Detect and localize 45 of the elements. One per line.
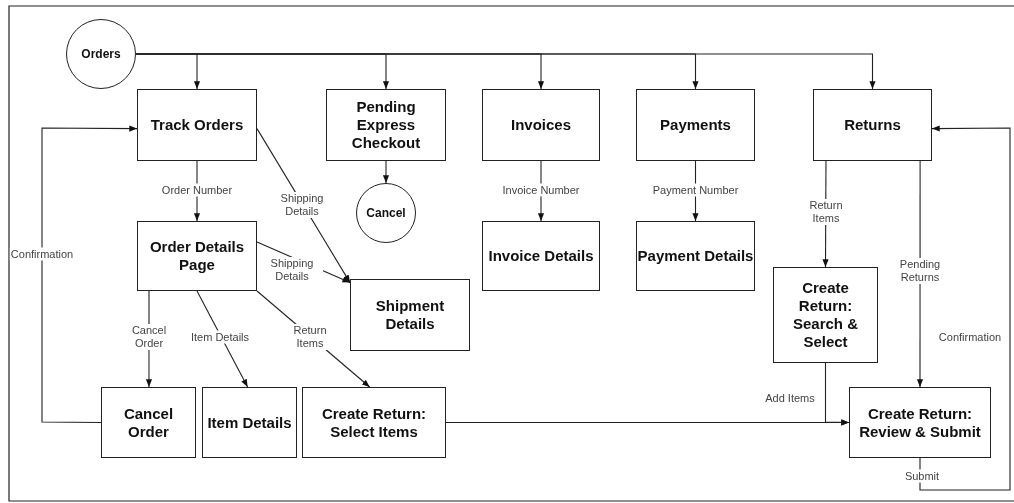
- edge-label: Invoice Number: [501, 183, 581, 197]
- process-box: [137, 89, 257, 161]
- arrow: [916, 160, 924, 388]
- edge-label: Item Details: [189, 330, 251, 344]
- process-box: [636, 221, 755, 291]
- process-box: [849, 387, 991, 458]
- arrow: [824, 362, 850, 426]
- process-box: [137, 221, 257, 291]
- edge-label: Add Items: [764, 391, 816, 405]
- node-label: Invoices: [511, 116, 571, 134]
- node-label: Invoice Details: [488, 247, 594, 265]
- node-label: Payment Details: [637, 247, 754, 265]
- process-box: [813, 89, 932, 161]
- node-label: Pending Express Checkout: [350, 98, 422, 152]
- process-box: [482, 89, 600, 161]
- node-label: Returns: [844, 116, 901, 134]
- node-label: Create Return: Search & Select: [791, 279, 859, 351]
- node-label: Payments: [660, 116, 731, 134]
- node-label: Create Return: Select Items: [320, 404, 428, 441]
- process-box: [636, 89, 755, 161]
- arrow: [41, 125, 138, 424]
- edge-label: Order Number: [160, 183, 234, 197]
- process-box: [482, 221, 600, 291]
- circle-node: [356, 183, 416, 243]
- process-box: [202, 387, 297, 458]
- arrow: [382, 160, 390, 184]
- node-label: Cancel Order: [122, 404, 175, 441]
- edge-label: Confirmation: [9, 247, 75, 261]
- node-label: Shipment Details: [374, 297, 446, 333]
- process-box: [302, 387, 446, 458]
- node-label: Cancel: [366, 205, 406, 222]
- node-label: Track Orders: [150, 116, 244, 134]
- arrow: [135, 53, 876, 90]
- node-label: Create Return: Review & Submit: [858, 404, 982, 441]
- process-box: [326, 89, 446, 161]
- arrow: [919, 125, 1011, 491]
- process-box: [101, 387, 196, 458]
- process-box: [350, 279, 470, 351]
- node-label: Order Details Page: [148, 238, 246, 274]
- process-box: [773, 267, 878, 363]
- node-label: Orders: [81, 46, 121, 63]
- node-label: Item Details: [207, 413, 292, 432]
- edge-label: Payment Number: [651, 183, 740, 197]
- note-label: Confirmation: [937, 330, 1003, 344]
- edge-label: Submit: [903, 469, 941, 483]
